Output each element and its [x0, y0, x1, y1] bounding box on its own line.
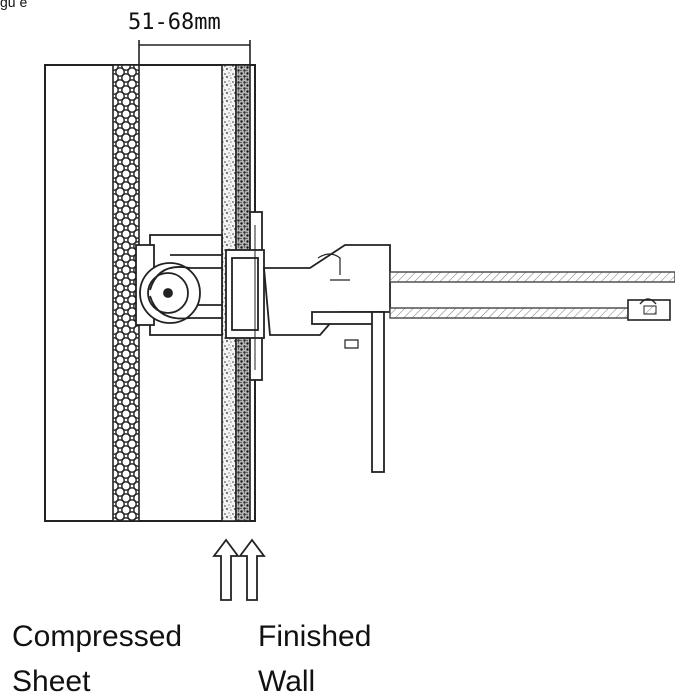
wall-section — [44, 64, 256, 522]
rear-board-layer — [112, 64, 140, 522]
compressed-sheet-label-line2: Sheet — [12, 665, 91, 698]
spout-pipe — [389, 271, 675, 321]
finished-wall-label-line1: Finished — [258, 620, 372, 653]
wall-plate — [225, 211, 265, 381]
finished-wall-label-line2: Wall — [258, 665, 316, 698]
compressed-sheet-arrow — [212, 538, 240, 601]
finished-wall-arrow — [238, 538, 266, 601]
mixer-spout-and-lever — [263, 244, 391, 473]
dimension-marker — [138, 40, 251, 66]
dimension-label: 51-68mm — [128, 10, 221, 35]
mixer-body — [135, 234, 223, 336]
corner-fragment-text: gu e — [0, 0, 28, 10]
compressed-sheet-label-line1: Compressed — [12, 620, 183, 653]
